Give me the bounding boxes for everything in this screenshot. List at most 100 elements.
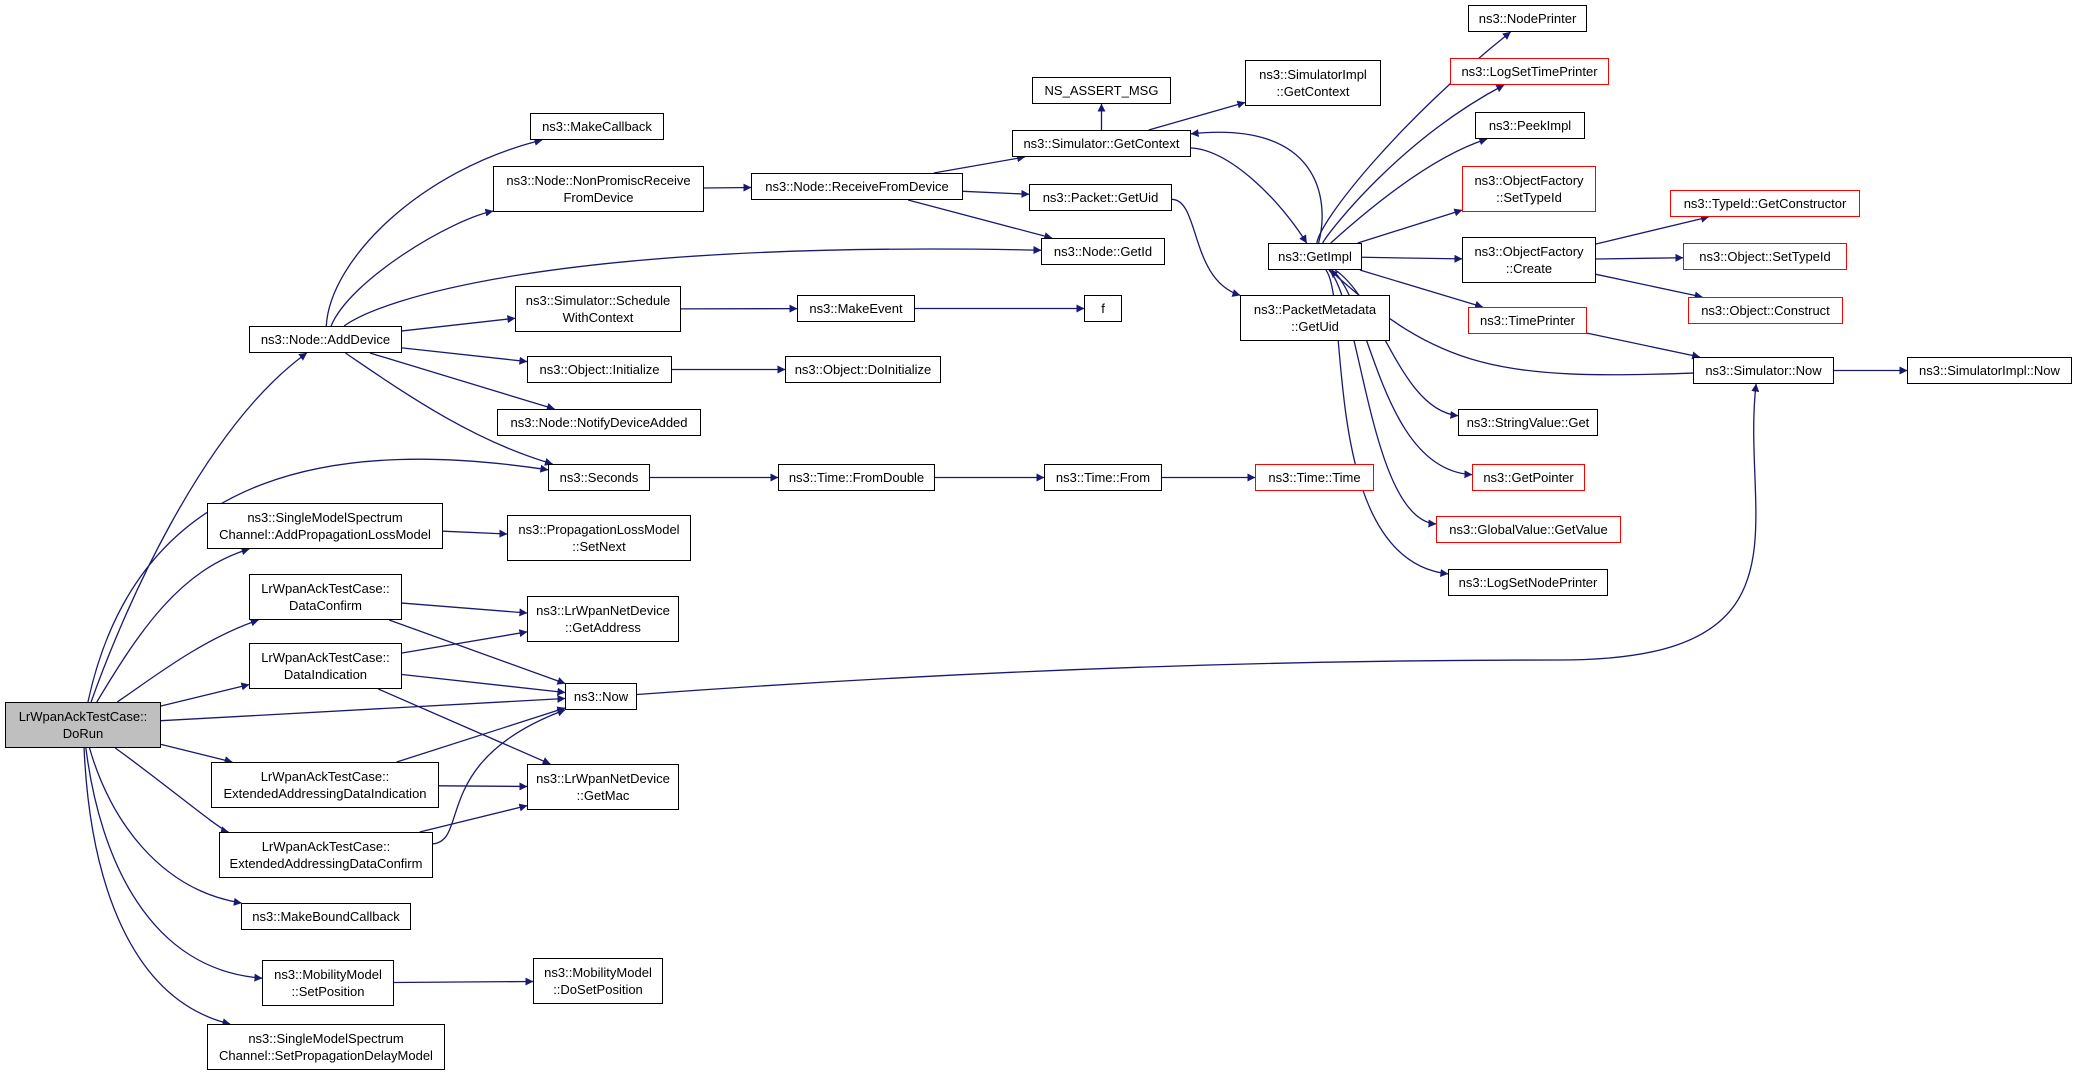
graph-node-notifydev[interactable]: ns3::Node::NotifyDeviceAdded (497, 409, 701, 436)
graph-node-nsassert[interactable]: NS_ASSERT_MSG (1032, 77, 1171, 104)
call-edge (1330, 137, 1488, 244)
graph-node-logsettime[interactable]: ns3::LogSetTimePrinter (1450, 58, 1609, 85)
graph-node-extind[interactable]: LrWpanAckTestCase:: ExtendedAddressingDa… (211, 762, 439, 808)
graph-node-pmgetuid[interactable]: ns3::PacketMetadata ::GetUid (1240, 295, 1390, 341)
graph-node-simimplnow[interactable]: ns3::SimulatorImpl::Now (1907, 357, 2072, 384)
call-edge (160, 743, 233, 765)
graph-node-label: ns3::SimulatorImpl ::GetContext (1259, 67, 1367, 99)
graph-node-ofsettypeid[interactable]: ns3::ObjectFactory ::SetTypeId (1462, 166, 1596, 212)
call-edge (1361, 254, 1463, 263)
graph-node-label: ns3::Seconds (559, 470, 639, 485)
graph-node-objinit[interactable]: ns3::Object::Initialize (527, 356, 672, 383)
call-edge (330, 208, 494, 327)
graph-node-label: ns3::Packet::GetUid (1042, 190, 1159, 205)
graph-node-addproploss[interactable]: ns3::SingleModelSpectrum Channel::AddPro… (207, 503, 443, 549)
graph-node-f[interactable]: f (1084, 295, 1122, 322)
graph-node-ofcreate[interactable]: ns3::ObjectFactory ::Create (1462, 237, 1596, 283)
graph-node-label: ns3::GlobalValue::GetValue (1449, 522, 1608, 537)
graph-node-label: ns3::MakeCallback (542, 119, 652, 134)
graph-node-fromdouble[interactable]: ns3::Time::FromDouble (778, 464, 935, 491)
graph-node-label: NS_ASSERT_MSG (1044, 83, 1159, 98)
graph-node-label: ns3::TypeId::GetConstructor (1683, 196, 1847, 211)
graph-node-dataindication[interactable]: LrWpanAckTestCase:: DataIndication (249, 643, 402, 689)
graph-node-label: ns3::Node::NotifyDeviceAdded (510, 415, 688, 430)
graph-node-makeboundcb[interactable]: ns3::MakeBoundCallback (241, 903, 411, 930)
graph-node-nonpromisc[interactable]: ns3::Node::NonPromiscReceive FromDevice (493, 166, 704, 212)
graph-node-label: ns3::Time::From (1055, 470, 1151, 485)
graph-node-peekimpl[interactable]: ns3::PeekImpl (1475, 112, 1585, 139)
graph-node-label: ns3::Now (573, 689, 629, 704)
graph-node-nodeprinter[interactable]: ns3::NodePrinter (1468, 5, 1587, 32)
graph-node-label: ns3::MakeEvent (809, 301, 903, 316)
call-edge (438, 782, 528, 791)
graph-node-timetime[interactable]: ns3::Time::Time (1255, 464, 1374, 491)
graph-node-now[interactable]: ns3::Now (565, 683, 637, 710)
graph-node-getpointer[interactable]: ns3::GetPointer (1472, 464, 1585, 491)
graph-node-simnow[interactable]: ns3::Simulator::Now (1693, 357, 1834, 384)
graph-node-label: ns3::StringValue::Get (1466, 415, 1590, 430)
graph-node-label: ns3::GetImpl (1278, 249, 1352, 264)
graph-node-adddevice[interactable]: ns3::Node::AddDevice (249, 326, 402, 353)
graph-node-logsetnode[interactable]: ns3::LogSetNodePrinter (1448, 569, 1608, 596)
graph-node-getmac[interactable]: ns3::LrWpanNetDevice ::GetMac (527, 764, 679, 810)
graph-node-makecallback[interactable]: ns3::MakeCallback (530, 113, 664, 140)
graph-node-dataconfirm[interactable]: LrWpanAckTestCase:: DataConfirm (249, 574, 402, 620)
graph-node-typeidgetctor[interactable]: ns3::TypeId::GetConstructor (1670, 190, 1860, 217)
graph-node-seconds[interactable]: ns3::Seconds (548, 464, 650, 491)
call-edge (1586, 332, 1701, 360)
call-edge (96, 547, 250, 703)
graph-node-label: ns3::SingleModelSpectrum Channel::SetPro… (219, 1031, 433, 1063)
graph-node-getimpl[interactable]: ns3::GetImpl (1268, 243, 1362, 270)
graph-node-label: ns3::Object::DoInitialize (794, 362, 932, 377)
graph-node-label: ns3::MakeBoundCallback (252, 909, 400, 924)
graph-node-makeevent[interactable]: ns3::MakeEvent (797, 295, 915, 322)
graph-node-setnext[interactable]: ns3::PropagationLossModel ::SetNext (507, 515, 691, 561)
graph-node-simimplgetctx[interactable]: ns3::SimulatorImpl ::GetContext (1245, 60, 1381, 106)
graph-node-setpropdelay[interactable]: ns3::SingleModelSpectrum Channel::SetPro… (207, 1024, 445, 1070)
call-edge (636, 383, 1760, 696)
graph-node-dosetpos[interactable]: ns3::MobilityModel ::DoSetPosition (533, 958, 663, 1004)
call-edge (377, 688, 551, 765)
graph-node-getaddress[interactable]: ns3::LrWpanNetDevice ::GetAddress (527, 596, 679, 642)
call-edge (1331, 269, 1473, 479)
graph-node-mobsetpos[interactable]: ns3::MobilityModel ::SetPosition (262, 960, 394, 1006)
graph-node-objsettypeid[interactable]: ns3::Object::SetTypeId (1683, 243, 1847, 270)
graph-node-objconstruct[interactable]: ns3::Object::Construct (1688, 297, 1843, 324)
graph-node-schedwctx[interactable]: ns3::Simulator::Schedule WithContext (515, 286, 681, 332)
call-edge (1328, 269, 1437, 528)
graph-node-gvgetvalue[interactable]: ns3::GlobalValue::GetValue (1436, 516, 1621, 543)
call-edge (419, 803, 528, 833)
graph-node-label: ns3::PeekImpl (1488, 118, 1572, 133)
graph-node-label: ns3::GetPointer (1483, 470, 1574, 485)
graph-node-pktgetuid[interactable]: ns3::Packet::GetUid (1029, 184, 1172, 211)
graph-node-label: ns3::Simulator::GetContext (1023, 136, 1180, 151)
call-edge (401, 315, 516, 332)
graph-node-label: LrWpanAckTestCase:: DataIndication (261, 650, 390, 682)
call-edge (1171, 198, 1241, 297)
graph-node-nodegetid[interactable]: ns3::Node::GetId (1041, 238, 1165, 265)
graph-node-label: ns3::Time::Time (1268, 470, 1361, 485)
call-edge (396, 706, 566, 763)
call-edge (1595, 273, 1703, 300)
graph-node-simgetctx[interactable]: ns3::Simulator::GetContext (1012, 130, 1191, 157)
graph-node-label: LrWpanAckTestCase:: ExtendedAddressingDa… (223, 769, 427, 801)
graph-node-label: ns3::Node::NonPromiscReceive FromDevice (506, 173, 691, 205)
graph-node-strget[interactable]: ns3::StringValue::Get (1458, 409, 1598, 436)
call-edge (87, 458, 549, 703)
call-edge (432, 708, 566, 845)
call-edge (442, 529, 508, 538)
graph-node-extconf[interactable]: LrWpanAckTestCase:: ExtendedAddressingDa… (219, 832, 433, 878)
graph-node-recvfromdev[interactable]: ns3::Node::ReceiveFromDevice (751, 173, 963, 200)
graph-node-timeprinter[interactable]: ns3::TimePrinter (1468, 307, 1587, 334)
graph-node-label: ns3::Object::SetTypeId (1699, 249, 1831, 264)
graph-node-doinit[interactable]: ns3::Object::DoInitialize (785, 356, 941, 383)
call-edge (114, 747, 229, 835)
call-edge (1190, 129, 1323, 244)
graph-node-label: ns3::Simulator::Schedule WithContext (525, 293, 671, 325)
graph-node-timefrom[interactable]: ns3::Time::From (1044, 464, 1162, 491)
call-edge (83, 747, 231, 1027)
call-edge (1334, 269, 1459, 419)
call-edge (401, 347, 528, 365)
